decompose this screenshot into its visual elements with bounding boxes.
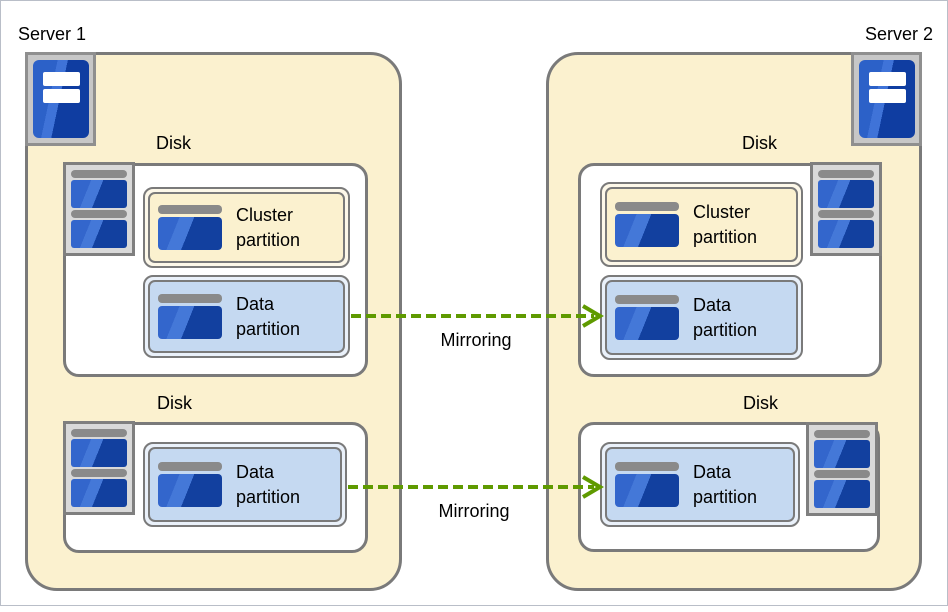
server2-disk1-label: Disk [742,133,777,153]
mirroring-label-bottom: Mirroring [438,501,510,521]
partition-icon [158,294,222,339]
partition-label: Data partition [236,293,301,339]
mirroring-label-top: Mirroring [440,330,512,350]
server1-cluster-partition: Cluster partition [143,187,350,268]
server2-data-partition-2: Data partition [600,442,800,527]
server1-disk2-disk-icon [63,421,135,515]
server1-label: Server 1 [18,24,87,44]
server1-data-partition-2: Data partition [143,442,347,527]
partition-label: Cluster partition [236,204,301,250]
server1-disk1-label: Disk [156,133,191,153]
server1-disk1-disk-icon [63,162,135,256]
server2-disk2-disk-icon [806,422,878,516]
server2-label: Server 2 [864,24,933,44]
partition-icon [615,202,679,247]
partition-icon [615,462,679,507]
server2-disk1-disk-icon [810,162,882,256]
server2-data-partition-1: Data partition [600,275,803,360]
server2-cluster-partition: Cluster partition [600,182,803,267]
partition-label: Data partition [693,461,758,507]
server1-data-partition-1: Data partition [143,275,350,358]
server2-server-icon [851,52,922,146]
partition-icon [615,295,679,340]
server2-disk2-label: Disk [743,393,778,413]
partition-icon [158,462,222,507]
server1-disk2-label: Disk [157,393,192,413]
partition-label: Data partition [236,461,301,507]
partition-label: Data partition [693,294,758,340]
server1-server-icon [25,52,96,146]
partition-icon [158,205,222,250]
partition-label: Cluster partition [693,201,758,247]
